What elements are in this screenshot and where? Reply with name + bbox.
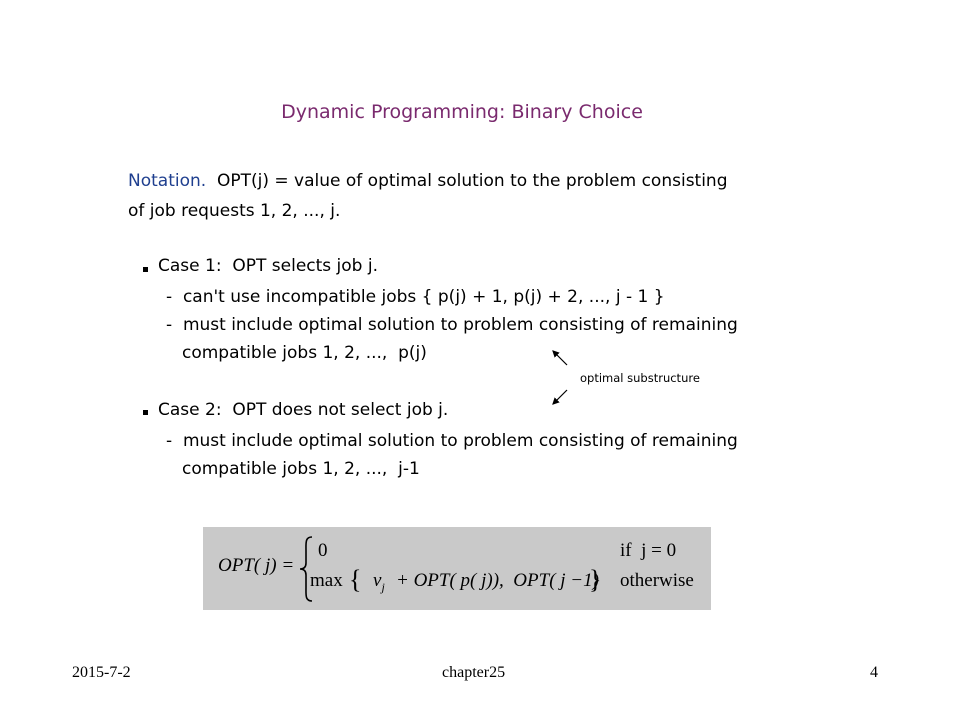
formula-case0-cond: if j = 0 [620, 540, 677, 561]
annotation-arrows [552, 350, 568, 405]
case1-heading: Case 1: OPT selects job j. [158, 256, 378, 276]
case2-item: - must include optimal solution to probl… [166, 431, 738, 451]
notation-label: Notation. [128, 171, 207, 191]
footer-page-number: 4 [870, 664, 878, 681]
recurrence-formula: OPT( j) = 0 if j = 0 max { vj + OPT( p( … [203, 527, 711, 610]
case1-bullet-icon [143, 267, 148, 272]
case2-heading: Case 2: OPT does not select job j. [158, 400, 449, 420]
formula-case0-value: 0 [318, 540, 328, 561]
notation-line-2: of job requests 1, 2, ..., j. [128, 201, 341, 221]
footer-date: 2015-7-2 [72, 664, 131, 681]
arrow-up-icon [552, 350, 568, 366]
formula-case1-cond: otherwise [620, 570, 694, 591]
case2-item: compatible jobs 1, 2, ..., j-1 [182, 459, 420, 479]
formula-case1-rest: + OPT( p( j)), OPT( j −1) [396, 570, 599, 591]
notation-line: Notation. OPT(j) = value of optimal solu… [128, 171, 728, 191]
formula-lhs: OPT( j) = [218, 555, 295, 576]
formula-case1-max: max [310, 570, 343, 591]
formula-case1-v: vj [373, 570, 385, 594]
footer-center: chapter25 [442, 664, 506, 681]
notation-text: OPT(j) = value of optimal solution to th… [206, 171, 728, 191]
case1-item: - can't use incompatible jobs { p(j) + 1… [166, 287, 665, 307]
case1-item: compatible jobs 1, 2, ..., p(j) [182, 343, 427, 363]
arrow-down-icon [552, 389, 568, 405]
annotation-text: optimal substructure [580, 371, 700, 385]
case1-item: - must include optimal solution to probl… [166, 315, 738, 335]
slide-title: Dynamic Programming: Binary Choice [281, 101, 643, 123]
right-curly-icon: } [589, 565, 602, 594]
brace-icon [299, 536, 313, 602]
left-curly-icon: { [349, 565, 362, 594]
case2-bullet-icon [143, 410, 148, 415]
